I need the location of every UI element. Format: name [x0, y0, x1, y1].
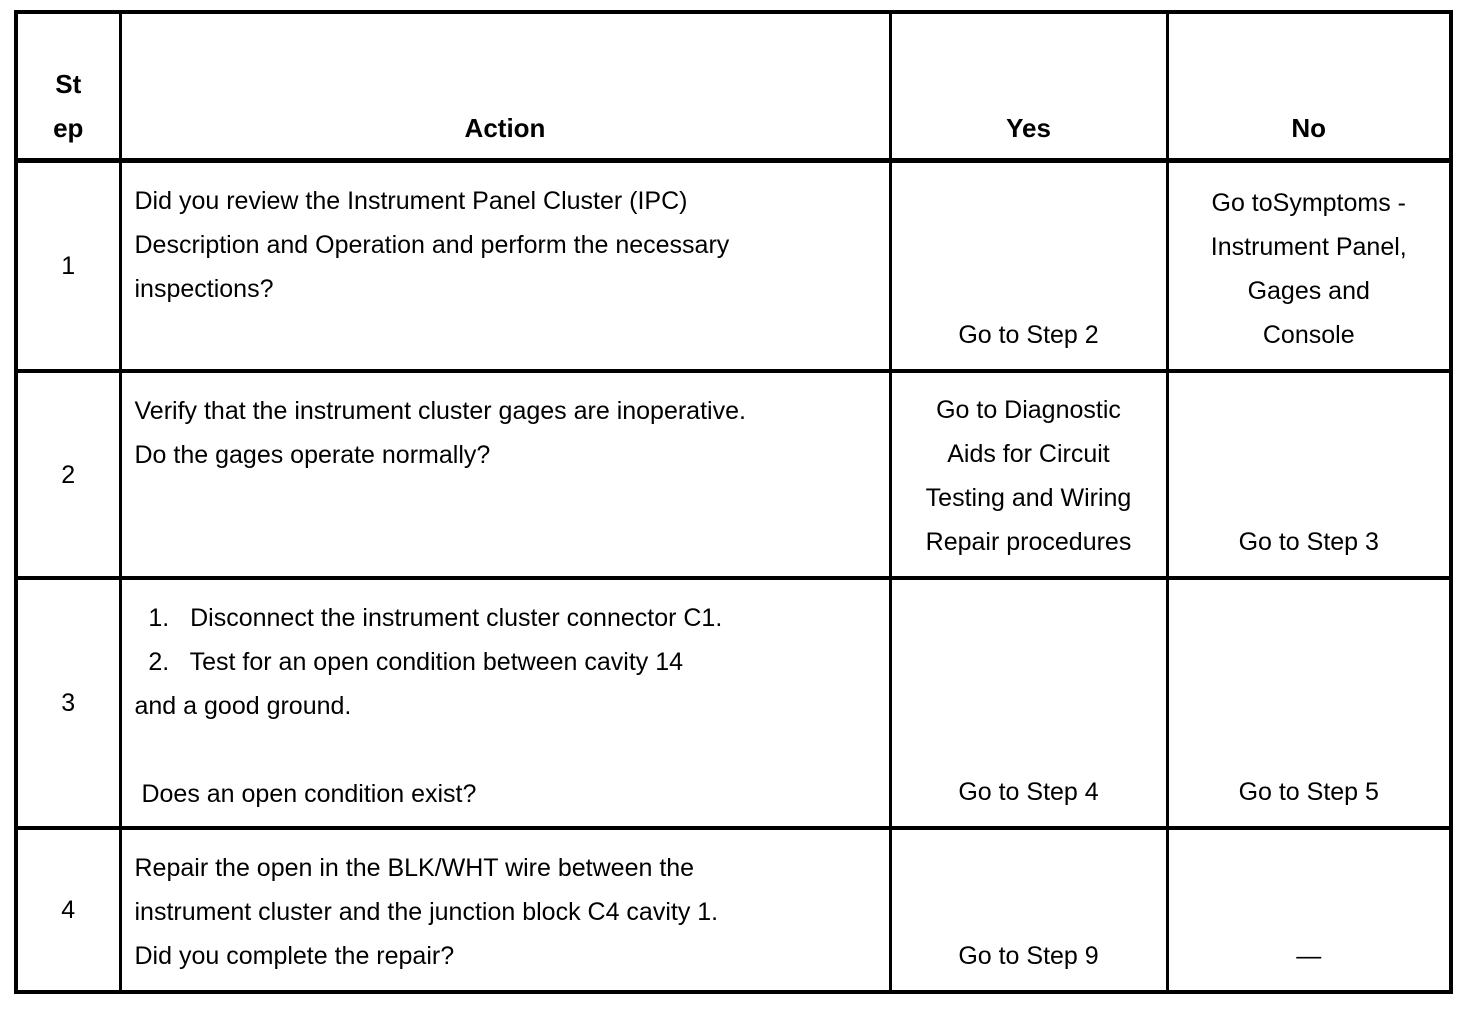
column-header-action: Action	[118, 10, 892, 163]
table-row: 2 Verify that the instrument cluster gag…	[14, 369, 1453, 580]
action-cell: Verify that the instrument cluster gages…	[118, 369, 892, 580]
yes-cell: Go to Step 9	[888, 826, 1169, 994]
step-cell: 3	[14, 576, 122, 830]
table-row: 1 Did you review the Instrument Panel Cl…	[14, 158, 1453, 373]
yes-cell: Go to Diagnostic Aids for Circuit Testin…	[888, 369, 1169, 580]
step-cell: 4	[14, 826, 122, 994]
no-cell: Go toSymptoms - Instrument Panel, Gages …	[1165, 158, 1453, 373]
table-row: 4 Repair the open in the BLK/WHT wire be…	[14, 826, 1453, 994]
yes-cell: Go to Step 2	[888, 158, 1169, 373]
no-cell: Go to Step 5	[1165, 576, 1453, 830]
action-cell: 1. Disconnect the instrument cluster con…	[118, 576, 892, 830]
step-cell: 1	[14, 158, 122, 373]
table-row: 3 1. Disconnect the instrument cluster c…	[14, 576, 1453, 830]
diagnostic-steps-table: St ep Action Yes No 1 Did you review the…	[14, 10, 1453, 994]
column-header-no: No	[1165, 10, 1453, 163]
action-cell: Repair the open in the BLK/WHT wire betw…	[118, 826, 892, 994]
yes-cell: Go to Step 4	[888, 576, 1169, 830]
column-header-yes: Yes	[888, 10, 1169, 163]
table-header-row: St ep Action Yes No	[14, 10, 1453, 163]
column-header-step: St ep	[14, 10, 122, 163]
no-cell: —	[1165, 826, 1453, 994]
action-cell: Did you review the Instrument Panel Clus…	[118, 158, 892, 373]
no-cell: Go to Step 3	[1165, 369, 1453, 580]
step-cell: 2	[14, 369, 122, 580]
